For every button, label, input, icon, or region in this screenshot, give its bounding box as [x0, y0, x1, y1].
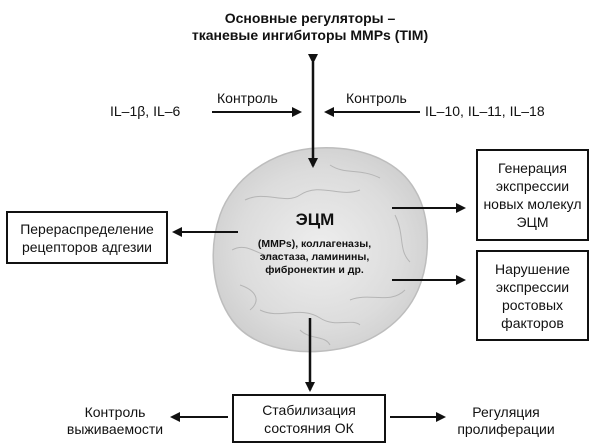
generation-line: экспрессии — [495, 178, 570, 194]
stabilization-box: Стабилизация состояния ОК — [232, 394, 386, 443]
redistribution-line: Перераспределение — [20, 220, 154, 237]
stabilization-line: состояния ОК — [264, 419, 354, 436]
ecm-components-line: фибронектин и др. — [265, 264, 364, 276]
stabilization-line: Стабилизация — [262, 401, 356, 418]
survival-line: выживаемости — [66, 420, 164, 437]
right-cytokines: IL–10, IL–11, IL–18 — [425, 103, 545, 119]
ecm-fibres — [231, 164, 411, 346]
proliferation-label: Регуляция пролиферации — [446, 404, 566, 438]
ecm-components: (MMPs), коллагеназы, эластаза, ламинины,… — [227, 238, 402, 277]
generation-line: ЭЦМ — [516, 214, 549, 230]
proliferation-line: Регуляция — [472, 404, 540, 420]
violation-line: ростовых — [501, 296, 564, 313]
regulators-title: Основные регуляторы – тканевые ингибитор… — [120, 10, 500, 44]
ecm-blob — [212, 147, 429, 353]
redistribution-box: Перераспределение рецепторов адгезии — [6, 211, 168, 264]
ecm-components-line: (MMPs), коллагеназы, — [257, 238, 372, 250]
left-cytokines: IL–1β, IL–6 — [110, 103, 181, 119]
proliferation-line: пролиферации — [457, 420, 555, 437]
ecm-title: ЭЦМ — [295, 210, 335, 229]
violation-line: факторов — [501, 314, 564, 331]
redistribution-line: рецепторов адгезии — [21, 238, 153, 255]
regulators-title-line1: Основные регуляторы – — [224, 10, 396, 26]
generation-line: новых молекул — [483, 196, 582, 212]
generation-box: Генерация экспрессии новых молекул ЭЦМ — [476, 149, 589, 241]
violation-line: экспрессии — [495, 278, 570, 295]
survival-line: Контроль — [84, 404, 146, 420]
left-control-label: Контроль — [217, 90, 278, 106]
right-control-label: Контроль — [346, 90, 407, 106]
survival-control-label: Контроль выживаемости — [60, 404, 170, 438]
generation-line: Генерация — [498, 160, 567, 176]
regulators-title-line2: тканевые ингибиторы MMPs (TIM) — [191, 27, 429, 43]
violation-line: Нарушение — [495, 260, 570, 277]
ecm-components-line: эластаза, ламинины, — [259, 251, 370, 263]
violation-box: Нарушение экспрессии ростовых факторов — [476, 250, 589, 341]
